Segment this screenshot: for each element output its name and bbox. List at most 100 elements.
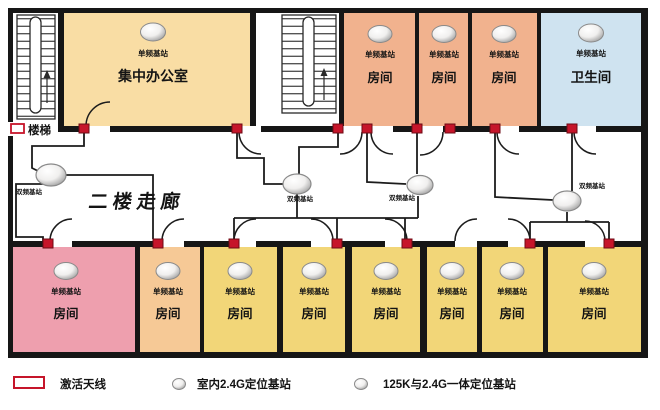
- activation-antenna: [361, 123, 373, 134]
- single-station-icon: [53, 262, 79, 280]
- dual-station-label: 双频基站: [16, 187, 43, 196]
- legend-24g-station-label: 室内2.4G定位基站: [197, 377, 291, 391]
- single-station-label: 单频基站: [138, 48, 168, 58]
- room-top-3: 单频基站 房间: [489, 25, 519, 85]
- dual-station-2: 双频基站: [282, 173, 314, 203]
- dual-station-icon: [282, 173, 312, 195]
- dual-station-label: 双频基站: [389, 193, 416, 202]
- room-top-1: 单频基站 房间: [365, 25, 395, 85]
- activation-antenna: [42, 238, 54, 249]
- room-bottom-3: 单频基站 房间: [225, 262, 255, 321]
- single-station-label: 单频基站: [429, 49, 459, 59]
- staircase-1: [16, 14, 56, 120]
- single-station-label: 单频基站: [437, 286, 467, 296]
- corridor-label: 二楼走廊: [87, 190, 186, 213]
- room-top-2: 单频基站 房间: [429, 25, 459, 85]
- antenna-wires: [15, 133, 610, 241]
- room-bottom-2: 单频基站 房间: [153, 262, 183, 321]
- outer-wall-left: [8, 8, 13, 358]
- legend: 激活天线 室内2.4G定位基站 125K与2.4G一体定位基站: [13, 376, 516, 391]
- activation-antenna: [228, 238, 240, 249]
- room-name: 集中办公室: [117, 68, 188, 84]
- activation-antenna: [231, 123, 243, 134]
- corridor-top-wall: [8, 126, 647, 132]
- room-name: 房间: [373, 306, 398, 321]
- activation-antenna: [331, 238, 343, 249]
- room-fills: [13, 13, 641, 352]
- single-station-icon: [499, 262, 525, 280]
- room-name: 房间: [431, 70, 456, 85]
- single-station-icon: [140, 22, 166, 42]
- door-openings: [50, 126, 605, 247]
- legend-125k-station-icon: [354, 378, 368, 390]
- dual-station-label: 双频基站: [579, 181, 606, 190]
- activation-antennas: [42, 123, 615, 249]
- legend-antenna-label: 激活天线: [60, 377, 106, 391]
- corridor: [13, 132, 641, 241]
- room-name: 房间: [53, 306, 78, 321]
- single-station-label: 单频基站: [579, 286, 609, 296]
- stairs-antenna-icon: [10, 123, 25, 134]
- dual-station-icon: [35, 163, 67, 187]
- room-name: 房间: [491, 70, 516, 85]
- dual-station-label: 双频基站: [287, 194, 314, 203]
- room-name: 房间: [155, 306, 180, 321]
- room-name: 房间: [301, 306, 326, 321]
- single-station-icon: [491, 25, 517, 43]
- stairs-label: 楼梯: [28, 123, 51, 137]
- outer-wall-right: [641, 8, 648, 358]
- activation-antenna: [78, 123, 90, 134]
- room-bottom-4: 单频基站 房间: [299, 262, 329, 321]
- door-arcs: [49, 101, 606, 242]
- dual-station-3: 双频基站: [389, 174, 434, 202]
- single-station-label: 单频基站: [153, 286, 183, 296]
- activation-antenna: [489, 123, 501, 134]
- single-station-label: 单频基站: [225, 286, 255, 296]
- single-station-icon: [155, 262, 181, 280]
- single-station-icon: [578, 23, 604, 43]
- single-station-label: 单频基站: [371, 286, 401, 296]
- room-bottom-6: 单频基站 房间: [437, 262, 467, 321]
- activation-antenna: [444, 123, 456, 134]
- activation-antenna: [152, 238, 164, 249]
- corridor-label-group: 二楼走廊: [87, 190, 186, 213]
- legend-antenna-icon: [13, 376, 45, 389]
- room-bottom-8: 单频基站 房间: [579, 262, 609, 321]
- dual-station-icon: [552, 190, 582, 212]
- single-station-label: 单频基站: [365, 49, 395, 59]
- outer-wall-bottom: [8, 352, 648, 358]
- stairs-marker: 楼梯: [8, 122, 58, 137]
- activation-antenna: [401, 238, 413, 249]
- single-station-icon: [373, 262, 399, 280]
- activation-antenna: [524, 238, 536, 249]
- outer-wall-top: [8, 8, 648, 13]
- single-station-label: 单频基站: [576, 48, 606, 58]
- legend-125k-station-label: 125K与2.4G一体定位基站: [383, 377, 516, 391]
- single-station-label: 单频基站: [489, 49, 519, 59]
- single-station-icon: [581, 262, 607, 280]
- room-name: 房间: [581, 306, 606, 321]
- activation-antenna: [603, 238, 615, 249]
- activation-antenna: [411, 123, 423, 134]
- staircase-2: [281, 14, 337, 114]
- dual-station-4: 双频基站: [552, 181, 606, 212]
- room-name: 卫生间: [571, 69, 612, 85]
- single-station-icon: [367, 25, 393, 43]
- stair-direction-arrow: [320, 68, 328, 76]
- legend-24g-station-icon: [172, 378, 186, 390]
- room-office: 单频基站 集中办公室: [117, 22, 188, 84]
- single-station-label: 单频基站: [299, 286, 329, 296]
- room-name: 房间: [439, 306, 464, 321]
- single-station-icon: [431, 25, 457, 43]
- single-station-icon: [439, 262, 465, 280]
- activation-antenna: [332, 123, 344, 134]
- single-station-label: 单频基站: [51, 286, 81, 296]
- single-station-icon: [227, 262, 253, 280]
- dual-station-1: 双频基站: [16, 163, 67, 196]
- single-station-label: 单频基站: [497, 286, 527, 296]
- dual-station-icon: [406, 174, 434, 196]
- activation-antenna: [566, 123, 578, 134]
- single-station-icon: [301, 262, 327, 280]
